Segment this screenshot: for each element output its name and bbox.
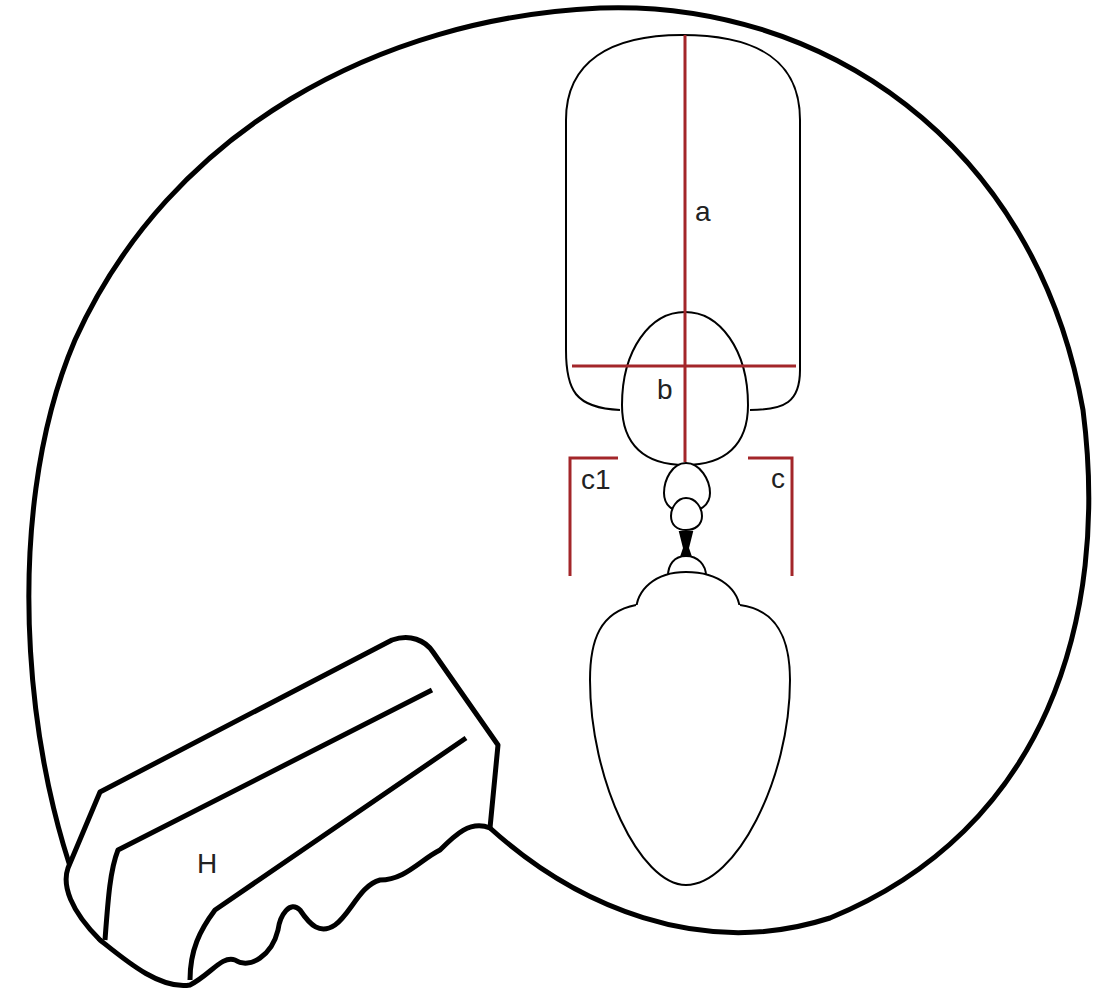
measure-label: b (657, 376, 673, 404)
measure-label: c (771, 465, 785, 493)
measure-lines (570, 35, 796, 576)
body-chamber (66, 638, 498, 986)
measure-label: c1 (581, 466, 611, 494)
measure-label: H (197, 850, 217, 878)
measure-label: a (695, 198, 711, 226)
whorl-sections (566, 35, 800, 885)
